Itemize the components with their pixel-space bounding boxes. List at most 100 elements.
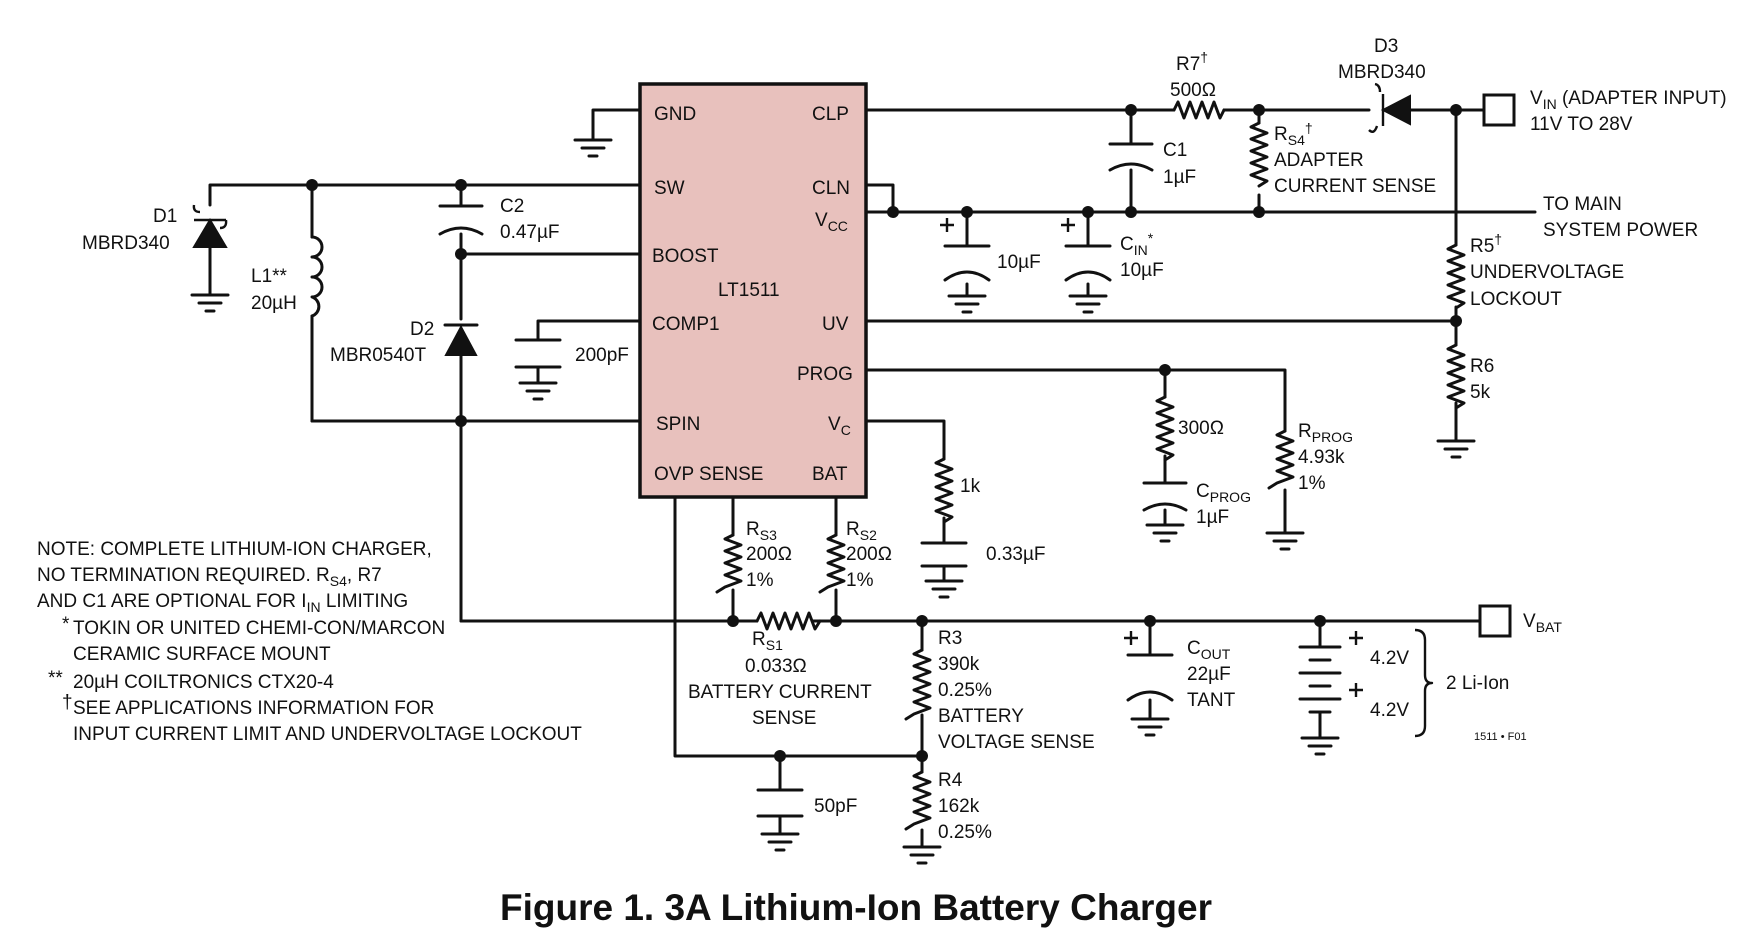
- resistor-rs1: RS1 0.033Ω BATTERY CURRENT SENSE: [688, 611, 872, 729]
- notes: NOTE: COMPLETE LITHIUM-ION CHARGER, NO T…: [37, 539, 582, 745]
- ovp-cap-value: 50pF: [814, 796, 857, 817]
- note-dagger2: INPUT CURRENT LIMIT AND UNDERVOLTAGE LOC…: [73, 724, 582, 745]
- ground-rprog: [1265, 531, 1305, 551]
- l1-value: 20µH: [251, 293, 297, 314]
- r3-tol: 0.25%: [938, 680, 992, 701]
- rs3-value: 200Ω: [746, 544, 792, 565]
- capacitor-cprog: CPROG 1µF: [1142, 481, 1251, 528]
- figure-id: 1511 • F01: [1474, 731, 1527, 743]
- capacitor-vcc: 10µF: [940, 218, 1041, 282]
- ground-cin: [1068, 282, 1108, 314]
- d1-part: MBRD340: [82, 233, 170, 254]
- capacitor-c2: C2 0.47µF: [438, 196, 560, 243]
- ground-cout: [1130, 717, 1170, 737]
- pin-spin: SPIN: [656, 414, 700, 435]
- note-star-mark: *: [62, 614, 70, 635]
- comp-cap-value: 200pF: [575, 345, 629, 366]
- d3-ref: D3: [1374, 36, 1398, 57]
- capacitor-vc: 0.33µF: [920, 541, 1046, 568]
- ground-cvc: [924, 579, 964, 599]
- pin-prog: PROG: [797, 364, 853, 385]
- pin-bat: BAT: [812, 464, 848, 485]
- capacitor-cout: COUT 22µF TANT: [1124, 631, 1236, 711]
- rs3-tol: 1%: [746, 570, 774, 591]
- d2-part: MBR0540T: [330, 345, 426, 366]
- cout-ref: COUT: [1187, 638, 1231, 662]
- pin-sw: SW: [654, 178, 685, 199]
- r6-value: 5k: [1470, 382, 1491, 403]
- cin-ref: CIN*: [1120, 230, 1154, 258]
- ground-comp: [518, 381, 558, 401]
- rs4-line1: ADAPTER: [1274, 150, 1364, 171]
- cout-type: TANT: [1187, 690, 1236, 711]
- rs2-value: 200Ω: [846, 544, 892, 565]
- pin-uv: UV: [822, 314, 849, 335]
- main-power-line1: TO MAIN: [1543, 194, 1622, 215]
- r7-value: 500Ω: [1170, 80, 1216, 101]
- battery-pack: 4.2V 4.2V 2 Li-Ion: [1298, 628, 1509, 738]
- d1-ref: D1: [153, 206, 177, 227]
- rs1-line1: BATTERY CURRENT: [688, 682, 872, 703]
- pin-ovp-sense: OVP SENSE: [654, 464, 763, 485]
- r3-line2: VOLTAGE SENSE: [938, 732, 1095, 753]
- vin-label: VIN (ADAPTER INPUT): [1530, 88, 1727, 112]
- l1-ref: L1**: [251, 266, 288, 287]
- d2-ref: D2: [410, 319, 434, 340]
- r3-ref: R3: [938, 628, 962, 649]
- note-line3: AND C1 ARE OPTIONAL FOR IIN LIMITING: [37, 591, 408, 615]
- diode-d1: D1 MBRD340: [82, 204, 228, 254]
- ground-cvcc: [947, 282, 987, 314]
- c1-ref: C1: [1163, 140, 1187, 161]
- note-line2: NO TERMINATION REQUIRED. RS4, R7: [37, 565, 382, 589]
- main-power-label: TO MAIN SYSTEM POWER: [1543, 194, 1698, 241]
- prog-series-value: 300Ω: [1178, 418, 1224, 439]
- rprog-tol: 1%: [1298, 473, 1326, 494]
- cprog-ref: CPROG: [1196, 481, 1251, 505]
- pin-vc: VC: [828, 414, 851, 438]
- r3-value: 390k: [938, 654, 980, 675]
- pin-vcc: VCC: [815, 210, 848, 234]
- ground-ic: [573, 138, 613, 158]
- vc-cap-value: 0.33µF: [986, 544, 1046, 565]
- ic-body: [638, 82, 868, 499]
- resistor-prog-series: 300Ω: [1155, 395, 1224, 462]
- rprog-ref: RPROG: [1298, 421, 1353, 445]
- inductor-l1: L1** 20µH: [251, 235, 324, 318]
- r7-ref: R7†: [1176, 49, 1208, 75]
- note-dstar-mark: **: [48, 668, 63, 689]
- pin-comp1: COMP1: [652, 314, 720, 335]
- battery-cell2: 4.2V: [1370, 700, 1409, 721]
- vin-range: 11V TO 28V: [1530, 114, 1633, 135]
- pin-gnd: GND: [654, 104, 696, 125]
- ground-d1: [190, 293, 230, 313]
- ground-r6: [1436, 439, 1476, 459]
- r4-tol: 0.25%: [938, 822, 992, 843]
- note-line1: NOTE: COMPLETE LITHIUM-ION CHARGER,: [37, 539, 432, 560]
- capacitor-comp: 200pF: [514, 338, 629, 369]
- ground-cprog: [1145, 523, 1185, 543]
- resistor-vc: 1k: [934, 457, 981, 524]
- vbat-label: VBAT: [1523, 611, 1562, 635]
- note-dagger-mark: †: [62, 692, 73, 713]
- resistor-rs2: RS2 200Ω 1%: [818, 519, 892, 594]
- r5-line1: UNDERVOLTAGE: [1470, 262, 1624, 283]
- rs3-ref: RS3: [746, 519, 777, 543]
- ic-name: LT1511: [718, 280, 780, 301]
- resistor-rprog: RPROG 4.93k 1%: [1267, 421, 1353, 494]
- rprog-value: 4.93k: [1298, 447, 1345, 468]
- vbat-terminal: VBAT: [1478, 604, 1562, 638]
- rs1-ref: RS1: [752, 629, 783, 653]
- rs4-line2: CURRENT SENSE: [1274, 176, 1436, 197]
- note-star1: TOKIN OR UNITED CHEMI-CON/MARCON: [73, 618, 445, 639]
- vc-res-value: 1k: [960, 476, 981, 497]
- main-power-line2: SYSTEM POWER: [1543, 220, 1698, 241]
- rs4-ref: RS4†: [1274, 120, 1313, 148]
- junction-dots: [306, 104, 1462, 762]
- pin-clp: CLP: [812, 104, 849, 125]
- rs1-line2: SENSE: [752, 708, 816, 729]
- resistor-r5: R5† UNDERVOLTAGE LOCKOUT: [1446, 231, 1624, 310]
- resistor-r7: R7† 500Ω: [1170, 49, 1226, 120]
- battery-label: 2 Li-Ion: [1446, 673, 1509, 694]
- resistor-r3: R3 390k 0.25% BATTERY VOLTAGE SENSE: [904, 628, 1095, 753]
